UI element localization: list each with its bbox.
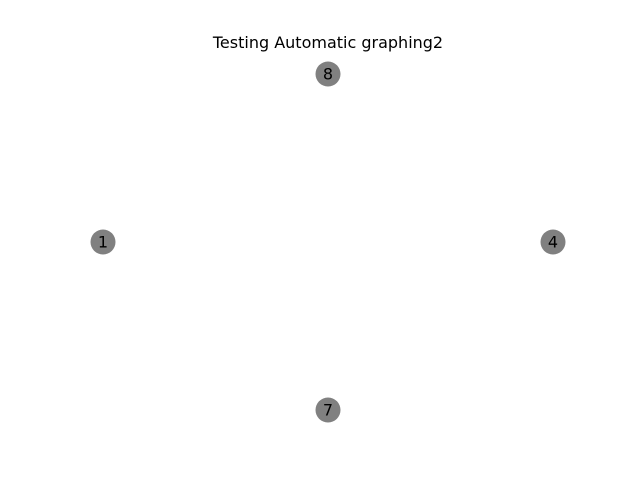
node-4-label: 4 (548, 233, 558, 252)
node-8: 8 (315, 61, 341, 87)
node-8-circle (315, 61, 341, 87)
node-1-label: 1 (98, 233, 108, 252)
graph-title: Testing Automatic graphing2 (212, 33, 444, 52)
node-8-label: 8 (323, 65, 333, 84)
node-7-label: 7 (323, 401, 333, 420)
node-1-circle (90, 229, 116, 255)
node-4: 4 (540, 229, 566, 255)
node-1: 1 (90, 229, 116, 255)
node-7-circle (315, 397, 341, 423)
node-4-circle (540, 229, 566, 255)
node-7: 7 (315, 397, 341, 423)
